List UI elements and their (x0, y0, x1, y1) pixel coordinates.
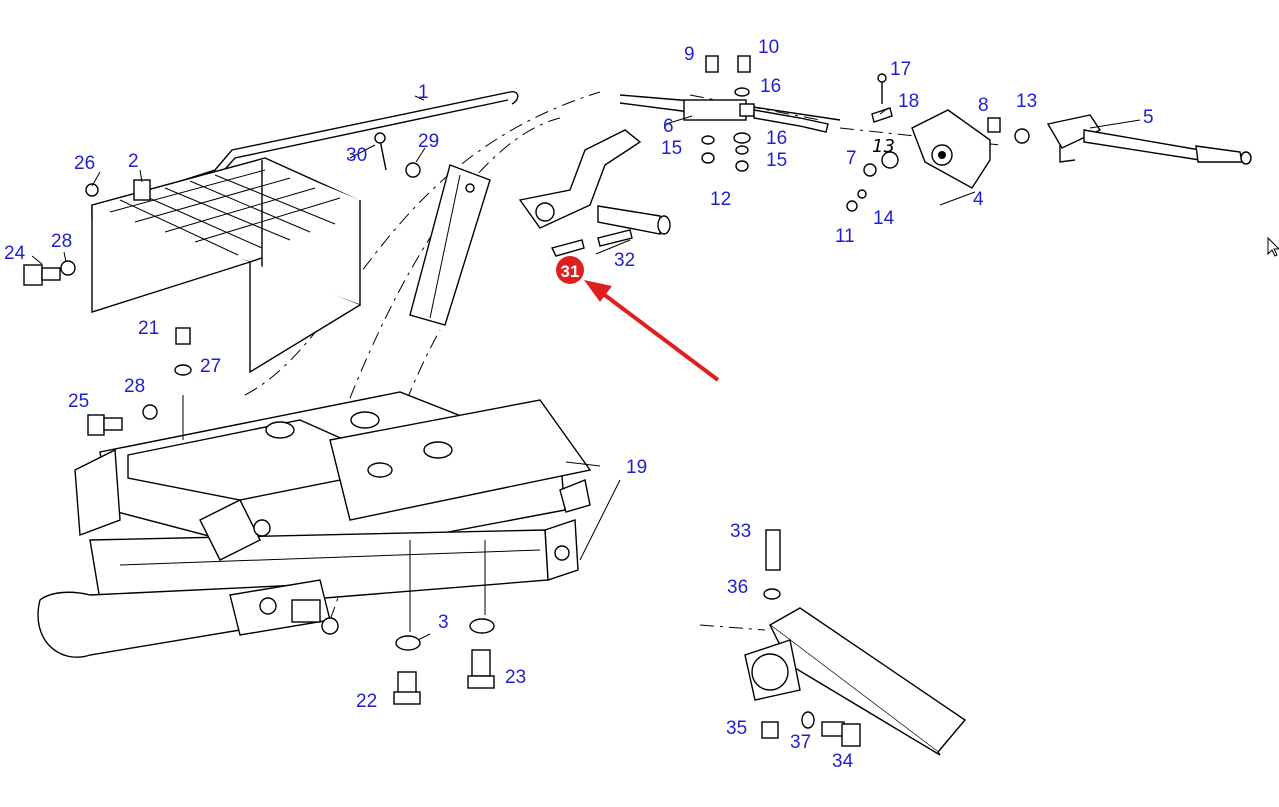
cable-rod-part (619, 55, 841, 172)
label-32: 32 (614, 250, 635, 271)
main-frame-part (37, 391, 592, 658)
label-10: 10 (758, 37, 779, 58)
label-30: 30 (346, 145, 367, 166)
label-34: 34 (832, 751, 854, 772)
label-9: 9 (684, 44, 695, 65)
label-21: 21 (138, 318, 159, 339)
label-1: 1 (418, 82, 429, 103)
label-16-bottom: 16 (766, 128, 787, 149)
grid-plate-part (91, 157, 361, 374)
label-7: 7 (846, 148, 857, 169)
label-37: 37 (790, 732, 811, 753)
fastener-parts-bottom (393, 618, 495, 705)
label-18: 18 (898, 91, 919, 112)
label-6: 6 (663, 116, 674, 137)
label-35: 35 (726, 718, 747, 739)
label-11: 11 (835, 226, 855, 247)
label-13: 13 (1016, 91, 1037, 112)
label-14: 14 (873, 208, 895, 229)
label-3: 3 (438, 612, 449, 633)
label-23: 23 (505, 667, 526, 688)
label-8: 8 (978, 95, 989, 116)
label-29: 29 (418, 131, 439, 152)
handwritten-label-13: 13 (872, 136, 895, 157)
label-4: 4 (973, 189, 984, 210)
label-12: 12 (710, 189, 731, 210)
label-33: 33 (730, 521, 751, 542)
label-5: 5 (1143, 107, 1154, 128)
label-27: 27 (200, 356, 221, 377)
pedal-part (744, 529, 967, 756)
highlighted-part-number: 31 (561, 262, 580, 281)
part-number-labels: 1 2 3 4 5 6 7 8 9 10 11 12 13 14 15 15 1… (4, 37, 1154, 772)
shaft-part (1046, 114, 1252, 165)
label-19: 19 (626, 457, 647, 478)
label-22: 22 (356, 691, 377, 712)
highlighted-part-marker: 31 (556, 256, 720, 382)
label-28-bottom: 28 (124, 376, 145, 397)
label-26: 26 (74, 153, 95, 174)
label-36: 36 (727, 577, 748, 598)
lever-arm-part (518, 129, 671, 257)
label-25: 25 (68, 391, 89, 412)
label-2: 2 (128, 151, 139, 172)
fastener-parts-left (23, 132, 421, 436)
lever-bracket-part (409, 164, 491, 326)
label-28-top: 28 (51, 231, 72, 252)
label-24: 24 (4, 243, 26, 264)
pin-parts (871, 73, 893, 123)
label-15-left: 15 (661, 138, 682, 159)
mouse-pointer-icon (1267, 236, 1279, 257)
label-15-right: 15 (766, 150, 787, 171)
housing-part (846, 109, 1030, 212)
label-16-top: 16 (760, 76, 781, 97)
leader-lines (31, 95, 1141, 641)
label-17: 17 (890, 59, 911, 80)
